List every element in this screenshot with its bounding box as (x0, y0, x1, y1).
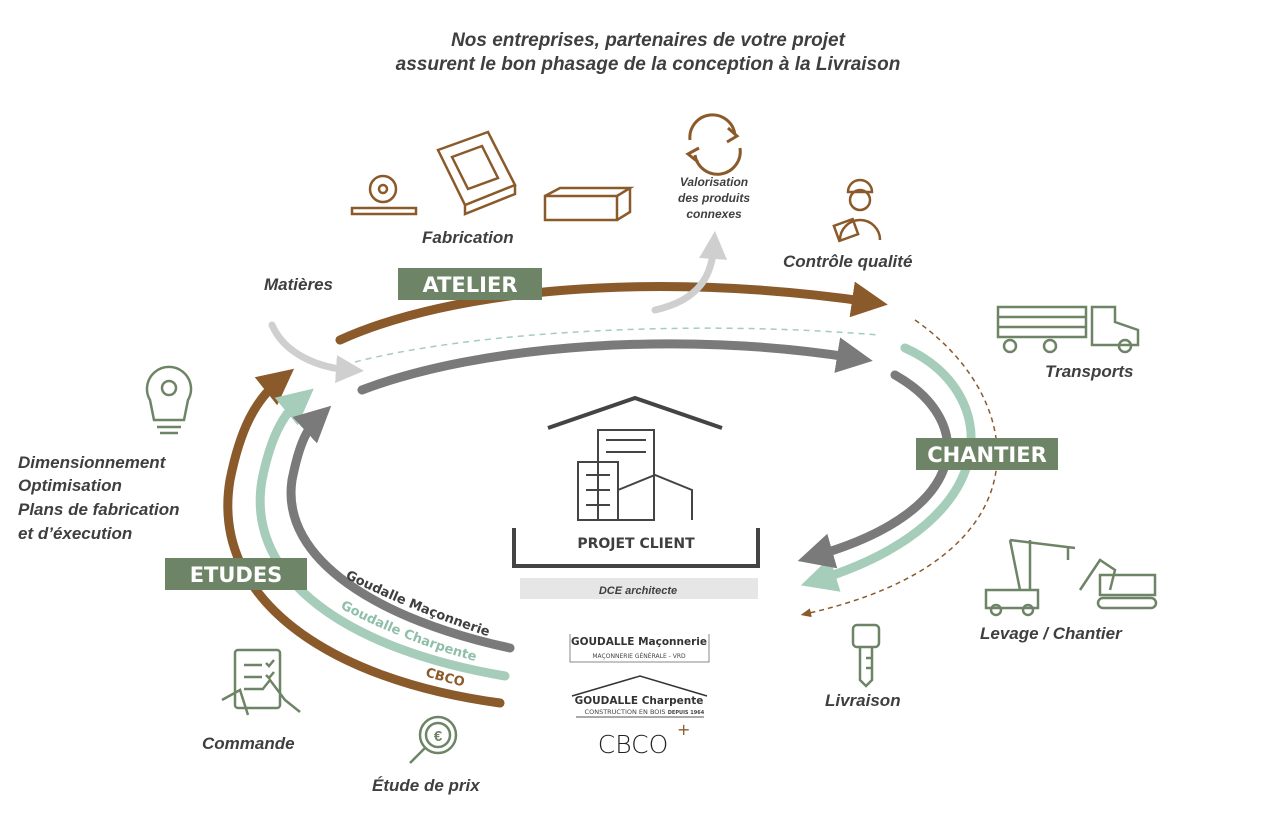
dce-label: DCE architecte (599, 585, 677, 597)
svg-text:CBCO: CBCO (598, 730, 669, 759)
fabrication-label: Fabrication (422, 228, 514, 247)
key-icon (851, 623, 881, 688)
brick-icon (543, 186, 635, 222)
logo-goudalle-maconnerie: GOUDALLE Maçonnerie MAÇONNERIE GÉNÉRALE … (569, 634, 710, 663)
title-line2: assurent le bon phasage de la conception… (396, 54, 901, 75)
valorisation-line2: des produits (678, 191, 750, 205)
truck-icon (996, 305, 1140, 354)
etudes-item-3: Plans de fabrication (18, 500, 180, 519)
svg-text:GOUDALLE Charpente: GOUDALLE Charpente (575, 695, 704, 707)
logo-goudalle-charpente: GOUDALLE Charpente CONSTRUCTION EN BOIS … (571, 675, 708, 718)
controle-label: Contrôle qualité (783, 252, 912, 271)
etudes-badge (165, 558, 307, 590)
title-line1: Nos entreprises, partenaires de votre pr… (451, 30, 846, 51)
svg-text:€: € (434, 728, 443, 745)
commande-label: Commande (202, 734, 295, 753)
svg-text:CONSTRUCTION EN BOIS: CONSTRUCTION EN BOIS (585, 708, 666, 716)
arc-maconnerie-left (286, 405, 515, 653)
saw-icon (350, 174, 418, 216)
logo-cbco: CBCO + (598, 720, 691, 759)
wood-panel-icon (436, 130, 517, 216)
atelier-badge (398, 268, 542, 300)
arc-cbco-left (223, 368, 505, 708)
transports-label: Transports (1045, 362, 1134, 381)
etude-prix-label: Étude de prix (372, 776, 481, 795)
arc-cbco-right-dashed (800, 319, 998, 618)
crane-icon (984, 538, 1158, 617)
chantier-badge (916, 438, 1058, 470)
livraison-label: Livraison (825, 691, 901, 710)
matieres-label: Matières (264, 275, 333, 294)
projet-client-label: PROJET CLIENT (577, 536, 695, 552)
levage-label: Levage / Chantier (980, 624, 1123, 643)
etudes-item-2: Optimisation (18, 476, 122, 495)
svg-text:MAÇONNERIE GÉNÉRALE - VRD: MAÇONNERIE GÉNÉRALE - VRD (592, 652, 686, 660)
svg-text:+: + (677, 720, 690, 739)
svg-text:GOUDALLE Maçonnerie: GOUDALLE Maçonnerie (571, 636, 707, 648)
valorisation-line1: Valorisation (680, 175, 748, 189)
inspector-icon (832, 178, 882, 243)
recycle-icon (685, 113, 742, 176)
valorisation-line3: connexes (686, 207, 742, 221)
building-icon (547, 395, 723, 521)
svg-text:DEPUIS 1964: DEPUIS 1964 (668, 710, 705, 716)
magnifier-euro-icon: € (409, 715, 458, 764)
etudes-item-1: Dimensionnement (18, 453, 167, 472)
chantier-label: CHANTIER (927, 443, 1046, 467)
arc-cbco-top (335, 281, 888, 345)
etudes-label: ETUDES (190, 563, 283, 587)
arc-maconnerie-top (357, 337, 873, 395)
valorisation-arrow (651, 231, 728, 314)
etudes-item-4: et d’éxecution (18, 524, 132, 543)
checklist-icon (221, 648, 301, 716)
arc-charpente-top-dashed (354, 327, 879, 363)
matieres-arrow (268, 321, 364, 384)
projet-frame (512, 528, 760, 568)
atelier-label: ATELIER (422, 273, 517, 297)
gear-bulb-icon (145, 365, 193, 435)
dce-banner (520, 578, 758, 599)
arc-charpente-left (255, 388, 510, 681)
